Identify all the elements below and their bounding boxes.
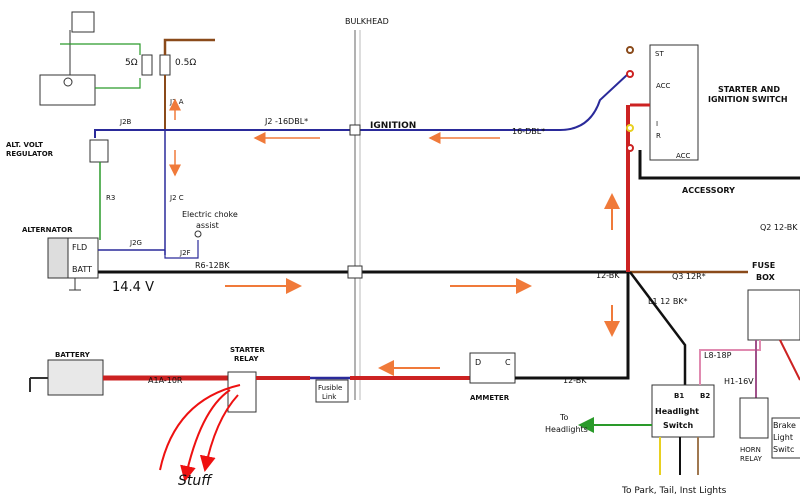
- acc2-label: ACC: [676, 152, 691, 160]
- bulkhead-label: BULKHEAD: [345, 17, 389, 26]
- j2-16dbl-label: J2 -16DBL*: [264, 117, 308, 126]
- to-headlights-2: Headlights: [545, 425, 588, 434]
- ignition-connector: [349, 124, 361, 136]
- acc-label: ACC: [656, 82, 671, 90]
- headlight-label-2: Switch: [663, 421, 693, 430]
- brake-wire: [779, 339, 800, 381]
- l8-18p-wire: [699, 340, 761, 385]
- choke-label-1: Electric choke: [182, 210, 238, 219]
- half-ohm-label: 0.5Ω: [175, 58, 196, 68]
- alternator: [47, 237, 99, 291]
- a1a-label: A1A-10R: [148, 376, 183, 385]
- brake-label-2: Light: [773, 433, 793, 442]
- battery-label: BATTERY: [55, 351, 91, 359]
- accessory-wire: [638, 150, 800, 180]
- brake-switch-box: [771, 417, 800, 459]
- fusible-label-1: Fusible: [318, 384, 342, 392]
- r6-label: R6-12BK: [195, 261, 230, 270]
- ignition-label: IGNITION: [370, 121, 416, 131]
- starter-relay-box: [227, 371, 257, 413]
- switch-term-2: [626, 70, 634, 78]
- j2c-label: J2 C: [169, 194, 184, 202]
- bulkhead-connector-main: [347, 265, 363, 279]
- brake-label-3: Switc: [773, 445, 794, 454]
- ammeter-label: AMMETER: [470, 394, 510, 402]
- horn-relay-label-1: HORN: [740, 446, 761, 454]
- q2-label: Q2 12-BK: [760, 223, 798, 232]
- fusible-link-box: [315, 379, 349, 403]
- b2-label: B2: [700, 392, 710, 400]
- st-label: ST: [655, 50, 664, 58]
- choke-label-2: assist: [196, 221, 219, 230]
- j2a-label: J2 A: [169, 98, 184, 106]
- i-label: I: [656, 120, 658, 128]
- r3-label: R3: [106, 194, 115, 202]
- l8-label: L8-18P: [704, 351, 732, 360]
- switch-term-3: [626, 124, 634, 132]
- batt-label: BATT: [72, 265, 92, 274]
- twelve-bk-b-label: 12-BK: [563, 376, 587, 385]
- fuse-label-2: BOX: [756, 273, 776, 282]
- switch-label-2: IGNITION SWITCH: [708, 95, 788, 104]
- h1-label: H1-16V: [724, 377, 754, 386]
- fuse-label-1: FUSE: [752, 261, 775, 270]
- ignition-wire-blue: [94, 73, 629, 138]
- alternator-label: ALTERNATOR: [22, 226, 73, 234]
- starter-relay-label-1: STARTER: [230, 346, 265, 354]
- brake-label-1: Brake: [773, 421, 796, 430]
- fuse-box: [747, 289, 800, 341]
- voltage-label: 14.4 V: [112, 280, 154, 295]
- stuff-annotation: [159, 384, 241, 482]
- b1-label: B1: [674, 392, 684, 400]
- ammeter-12bk-wire: [515, 272, 630, 380]
- q3-label: Q3 12R*: [672, 272, 706, 281]
- horn-relay-box: [739, 397, 769, 439]
- l1-label: L1 12 BK*: [648, 297, 688, 306]
- fld-label: FLD: [72, 243, 87, 252]
- sixteen-dbl-label: 16-DBL*: [512, 127, 545, 136]
- alt-volt-label-2: REGULATOR: [6, 150, 54, 158]
- ammeter-box: [469, 352, 516, 384]
- alt-volt-label-1: ALT. VOLT: [6, 141, 43, 149]
- headlight-label-1: Headlight: [655, 407, 699, 416]
- j2f-wire: [164, 240, 199, 259]
- ammeter-d: D: [475, 358, 481, 367]
- switch-term-4: [626, 144, 634, 152]
- brown-wire-top: [163, 38, 215, 55]
- starter-relay-label-2: RELAY: [234, 355, 259, 363]
- horn-relay-label-2: RELAY: [740, 455, 763, 463]
- j2g-label: J2G: [129, 239, 142, 247]
- alt-volt-regulator-box: [89, 139, 109, 163]
- to-park-label: To Park, Tail, Inst Lights: [621, 486, 727, 496]
- ignition-switch-box: [649, 44, 699, 161]
- accessory-label: ACCESSORY: [682, 186, 735, 195]
- stuff-label: Stuff: [178, 473, 213, 489]
- battery: [29, 359, 104, 396]
- r-label: R: [656, 132, 661, 140]
- green-wire-top: [60, 43, 141, 55]
- green-wire-top-2: [95, 78, 141, 89]
- fusible-label-2: Link: [322, 393, 337, 401]
- twelve-bk-a-label: 12-BK: [596, 271, 620, 280]
- j2b-label: J2B: [119, 118, 132, 126]
- voltage-regulator-assembly: [39, 11, 171, 106]
- five-ohm-label: 5Ω: [125, 58, 138, 68]
- headlight-switch-box: [651, 384, 715, 438]
- l1-12bk-wire: [629, 271, 687, 385]
- choke-terminal: [194, 230, 202, 238]
- j2f-label: J2F: [179, 249, 191, 257]
- ammeter-c: C: [505, 358, 511, 367]
- to-headlights-1: To: [559, 413, 569, 422]
- switch-label-1: STARTER AND: [718, 85, 780, 94]
- switch-term-1: [626, 46, 634, 54]
- bulkhead-line: [354, 30, 361, 400]
